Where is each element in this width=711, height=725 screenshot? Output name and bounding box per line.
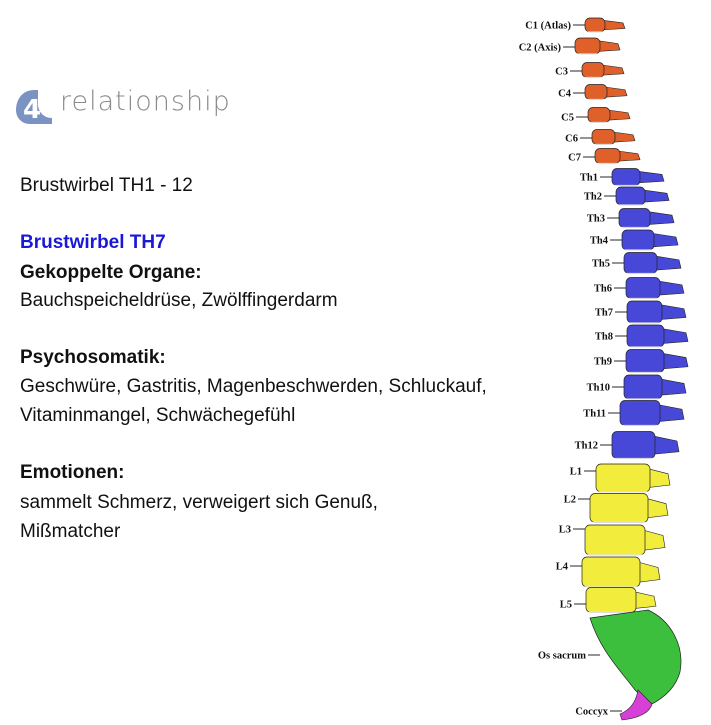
lumbar-vertebra-4	[581, 556, 661, 588]
spine-label-l1: L1	[570, 467, 596, 478]
spine-label-l4: L4	[556, 562, 582, 573]
svg-text:Th5: Th5	[592, 259, 610, 270]
svg-text:L1: L1	[570, 467, 582, 478]
svg-text:Th2: Th2	[584, 192, 602, 203]
spine-diagram: C1 (Atlas) C2 (Axis) C3C4C5C6C7Th1Th2Th3Th…	[519, 17, 689, 721]
spine-label-l3: L3	[559, 525, 585, 536]
coccyx-shape	[619, 689, 653, 721]
psychosomatik-line-1: Geschwüre, Gastritis, Magenbeschwerden, …	[20, 376, 487, 397]
svg-text:Th1: Th1	[580, 173, 598, 184]
svg-text:Th6: Th6	[594, 284, 612, 295]
cervical-vertebra-6	[591, 129, 636, 146]
thoracic-vertebra-11	[619, 400, 685, 427]
thoracic-vertebra-6	[625, 277, 685, 300]
spine-label-c2-axis: C2 (Axis)	[519, 43, 575, 54]
svg-text:C6: C6	[565, 134, 578, 145]
svg-text:Th11: Th11	[583, 409, 606, 420]
spine-label-th6: Th6	[594, 284, 626, 295]
svg-text:Th3: Th3	[587, 214, 605, 225]
svg-text:L4: L4	[556, 562, 569, 573]
thoracic-vertebra-10	[623, 374, 687, 400]
svg-text:C2 (Axis): C2 (Axis)	[519, 43, 562, 54]
spine-label-th10: Th10	[587, 383, 624, 394]
svg-text:C7: C7	[568, 153, 581, 164]
spine-label-c5: C5	[561, 113, 588, 124]
thoracic-vertebra-3	[618, 208, 675, 229]
svg-text:Th7: Th7	[595, 308, 613, 319]
spine-label-c7: C7	[568, 153, 595, 164]
svg-text:Th4: Th4	[590, 236, 609, 247]
spine-label-th5: Th5	[592, 259, 624, 270]
svg-text:C5: C5	[561, 113, 574, 124]
spine-label-th8: Th8	[595, 332, 627, 343]
spine-label-th1: Th1	[580, 173, 612, 184]
emotionen-line-1: sammelt Schmerz, verweigert sich Genuß,	[20, 492, 378, 513]
svg-text:Th9: Th9	[594, 357, 612, 368]
spine-label-th4: Th4	[590, 236, 622, 247]
spine-label-th12: Th12	[575, 441, 612, 452]
spine-label-l5: L5	[560, 600, 586, 611]
svg-text:L2: L2	[564, 495, 576, 506]
thoracic-vertebra-9	[625, 349, 689, 374]
spine-label-c1-atlas: C1 (Atlas)	[525, 21, 585, 32]
svg-text:L3: L3	[559, 525, 571, 536]
spine-label-th7: Th7	[595, 308, 627, 319]
organs-text: Bauchspeicheldrüse, Zwölffingerdarm	[20, 290, 338, 311]
svg-text:Th8: Th8	[595, 332, 613, 343]
svg-text:Os sacrum: Os sacrum	[538, 651, 586, 662]
spine-label-c4: C4	[558, 89, 585, 100]
spine-label-th2: Th2	[584, 192, 616, 203]
lumbar-vertebra-2	[589, 493, 669, 524]
lumbar-vertebra-3	[584, 524, 666, 556]
logo-mark-icon: 4	[16, 90, 52, 125]
svg-text:Th10: Th10	[587, 383, 610, 394]
psychosomatik-line-2: Vitaminmangel, Schwächegefühl	[20, 405, 296, 426]
svg-text:Th12: Th12	[575, 441, 598, 452]
lumbar-vertebra-5	[585, 587, 657, 614]
spine-label-th9: Th9	[594, 357, 626, 368]
spine-label-os-sacrum: Os sacrum	[538, 651, 600, 662]
thoracic-vertebra-8	[626, 324, 689, 348]
thoracic-vertebra-2	[615, 186, 670, 206]
thoracic-vertebra-12	[611, 431, 680, 460]
cervical-vertebra-5	[587, 107, 631, 124]
psychosomatik-heading: Psychosomatik:	[20, 347, 166, 368]
svg-text:L5: L5	[560, 600, 572, 611]
svg-text:C4: C4	[558, 89, 572, 100]
thoracic-vertebra-1	[611, 168, 665, 187]
sacrum-shape	[589, 609, 682, 706]
spine-label-coccyx: Coccyx	[575, 707, 622, 718]
lumbar-vertebra-1	[595, 463, 671, 493]
organs-heading: Gekoppelte Organe:	[20, 262, 202, 283]
cervical-vertebra-1	[584, 17, 626, 33]
thoracic-vertebra-5	[623, 252, 682, 275]
spine-label-l2: L2	[564, 495, 590, 506]
cervical-vertebra-4	[584, 84, 628, 101]
logo-text: relationship	[60, 86, 231, 117]
svg-text:Coccyx: Coccyx	[575, 707, 608, 718]
svg-text:C3: C3	[555, 67, 568, 78]
thoracic-vertebra-7	[626, 300, 687, 324]
logo-mark-text: 4	[23, 95, 41, 125]
emotionen-line-2: Mißmatcher	[20, 521, 121, 542]
spine-label-c6: C6	[565, 134, 592, 145]
cervical-vertebra-3	[581, 62, 625, 79]
logo: 4 relationship	[14, 86, 264, 130]
vertebra-title: Brustwirbel TH7	[20, 232, 166, 253]
emotionen-heading: Emotionen:	[20, 462, 125, 483]
cervical-vertebra-2	[574, 37, 621, 55]
section-header: Brustwirbel TH1 - 12	[20, 175, 193, 196]
spine-label-c3: C3	[555, 67, 582, 78]
spine-label-th3: Th3	[587, 214, 619, 225]
cervical-vertebra-7	[594, 148, 641, 165]
thoracic-vertebra-4	[621, 229, 679, 251]
spine-label-th11: Th11	[583, 409, 620, 420]
svg-text:C1 (Atlas): C1 (Atlas)	[525, 21, 571, 32]
